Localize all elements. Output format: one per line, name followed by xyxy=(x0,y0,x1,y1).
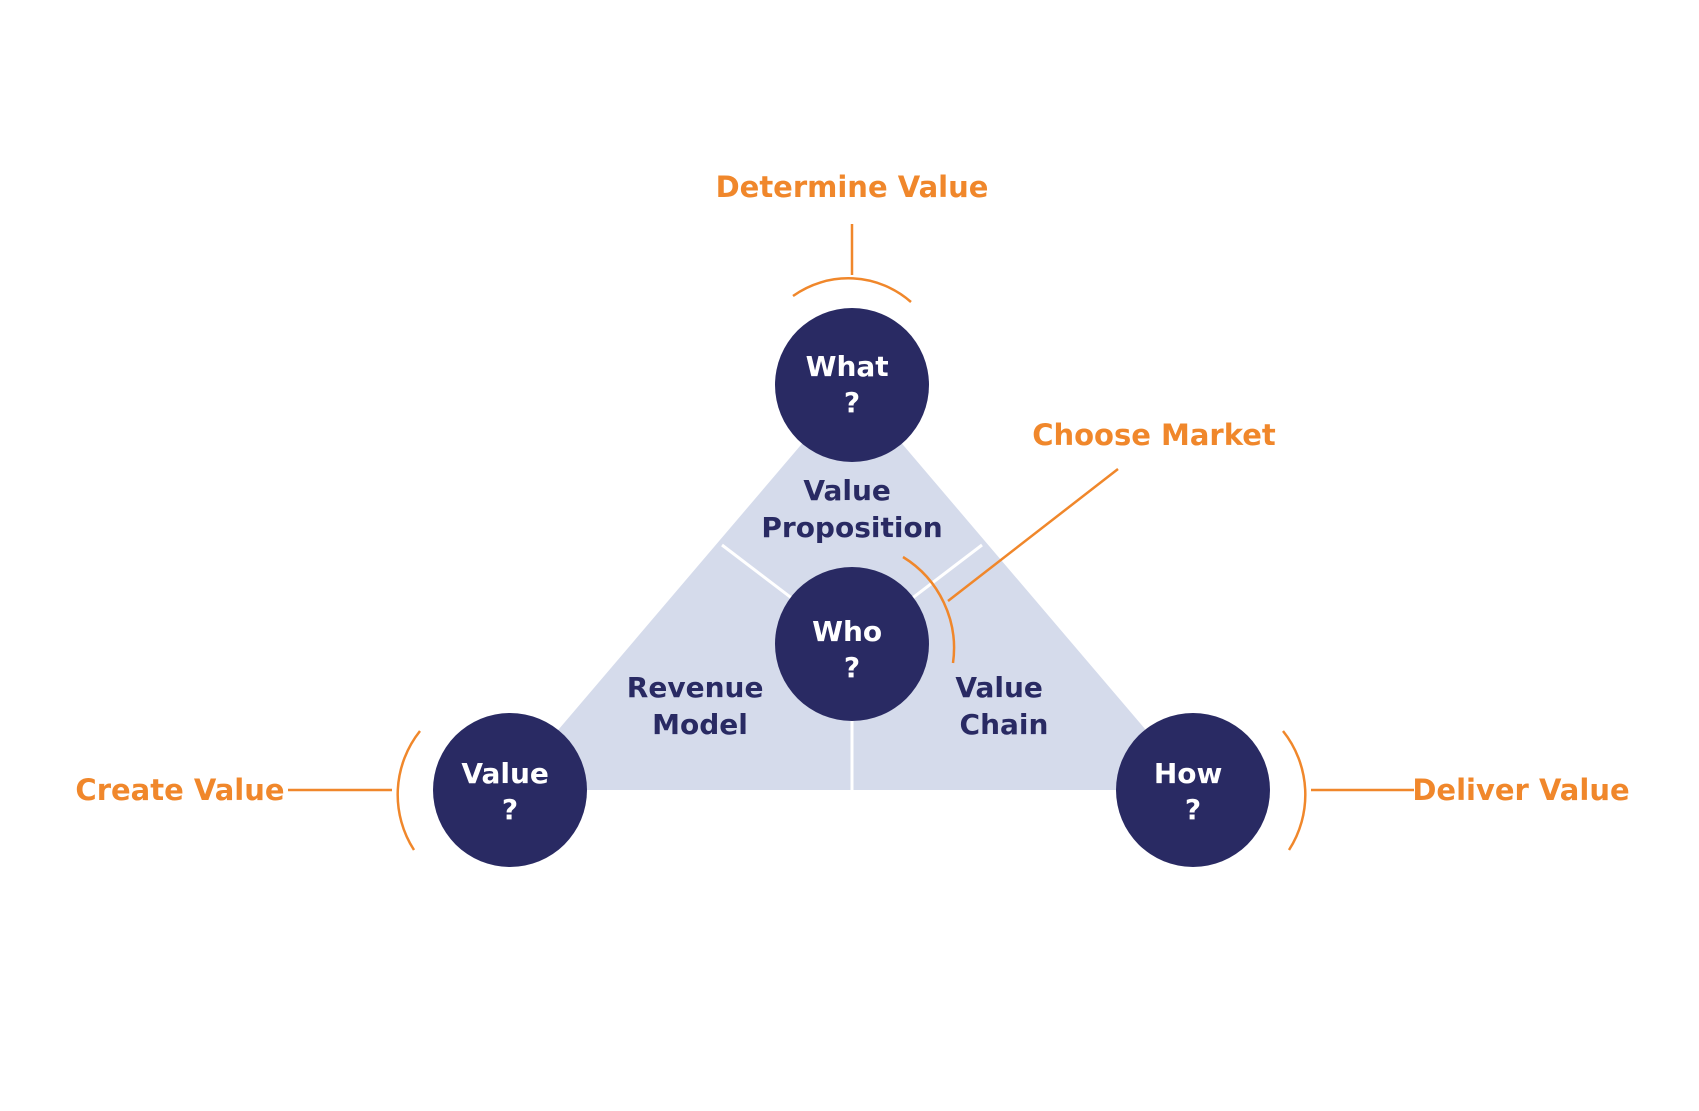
region-revenue-model-line1: Revenue xyxy=(627,671,764,704)
node-how: How ? xyxy=(1116,713,1270,867)
region-revenue-model-label: Revenue Model xyxy=(627,671,773,741)
node-how-label: How ? xyxy=(1154,757,1232,826)
region-value-proposition-line2: Proposition xyxy=(761,511,942,544)
node-how-line2: ? xyxy=(1185,793,1201,826)
callout-choose-market: Choose Market xyxy=(1032,418,1276,452)
node-value: Value ? xyxy=(433,713,587,867)
node-how-line1: How xyxy=(1154,757,1223,790)
node-what-line2: ? xyxy=(844,386,860,419)
node-what: What ? xyxy=(775,308,929,462)
node-value-label: Value ? xyxy=(461,757,558,826)
node-value-circle xyxy=(433,713,587,867)
node-who: Who ? xyxy=(775,567,929,721)
region-value-chain-label: Value Chain xyxy=(955,671,1052,741)
node-value-line2: ? xyxy=(502,793,518,826)
deliver-value-arc xyxy=(1282,730,1307,851)
node-who-label: Who ? xyxy=(812,615,892,684)
node-who-circle xyxy=(775,567,929,721)
choose-market-leader xyxy=(947,468,1119,602)
create-value-arc xyxy=(396,730,421,851)
determine-value-arc xyxy=(792,277,912,303)
callout-connectors xyxy=(288,224,1414,851)
node-value-line1: Value xyxy=(461,757,549,790)
callout-deliver-value: Deliver Value xyxy=(1412,773,1629,807)
node-what-label: What ? xyxy=(806,350,899,419)
region-value-proposition-line1: Value xyxy=(803,474,891,507)
choose-market-arc xyxy=(902,555,956,664)
node-who-line2: ? xyxy=(844,651,860,684)
region-value-chain-line2: Chain xyxy=(960,708,1049,741)
node-who-line1: Who xyxy=(812,615,882,648)
region-revenue-model-line2: Model xyxy=(652,708,748,741)
region-value-chain-line1: Value xyxy=(955,671,1043,704)
callout-create-value: Create Value xyxy=(75,773,284,807)
node-how-circle xyxy=(1116,713,1270,867)
node-what-circle xyxy=(775,308,929,462)
callout-determine-value: Determine Value xyxy=(716,170,989,204)
region-value-proposition-label: Value Proposition xyxy=(761,474,942,544)
node-what-line1: What xyxy=(806,350,889,383)
